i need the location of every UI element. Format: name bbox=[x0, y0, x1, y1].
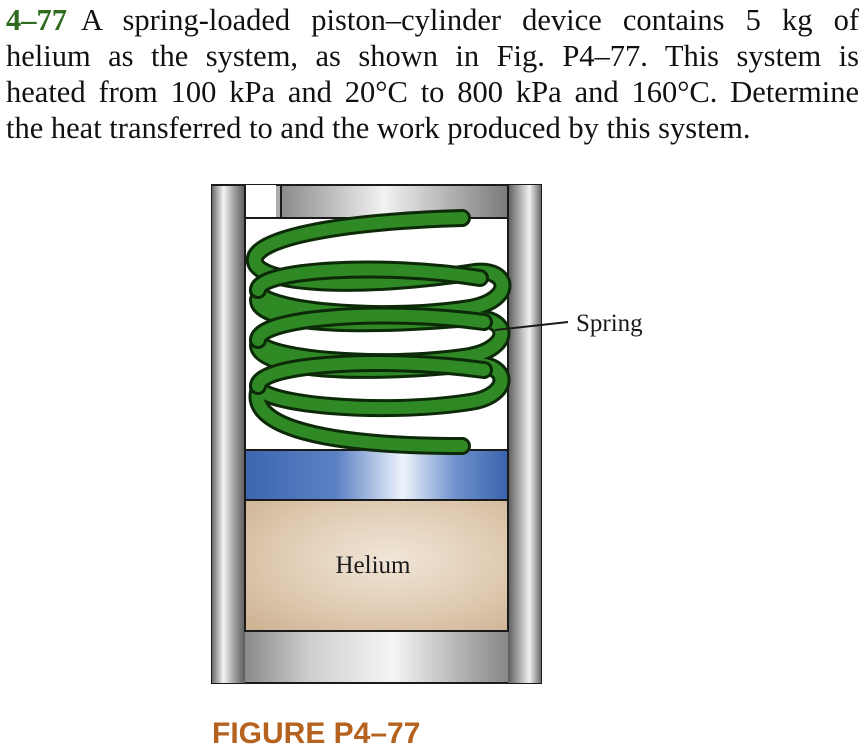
piston bbox=[244, 449, 509, 501]
spring-leader-line bbox=[494, 321, 569, 331]
helium-label: Helium bbox=[336, 552, 412, 579]
problem-line-2: helium as the system, as shown in Fig. P… bbox=[6, 39, 859, 73]
problem-text-1: A spring-loaded piston–cylinder device c… bbox=[81, 3, 859, 37]
spring bbox=[245, 209, 512, 455]
problem-number: 4–77 bbox=[6, 3, 67, 37]
problem-line-4: the heat transferred to and the work pro… bbox=[6, 111, 751, 145]
figure-caption: FIGURE P4–77 bbox=[212, 717, 421, 750]
spring-label: Spring bbox=[576, 310, 643, 337]
helium-gas bbox=[244, 499, 509, 632]
problem-line-1: 4–77 A spring-loaded piston–cylinder devi… bbox=[6, 2, 859, 38]
problem-statement: 4–77 A spring-loaded piston–cylinder devi… bbox=[6, 2, 859, 146]
problem-line-3: heated from 100 kPa and 20°C to 800 kPa … bbox=[6, 75, 859, 109]
